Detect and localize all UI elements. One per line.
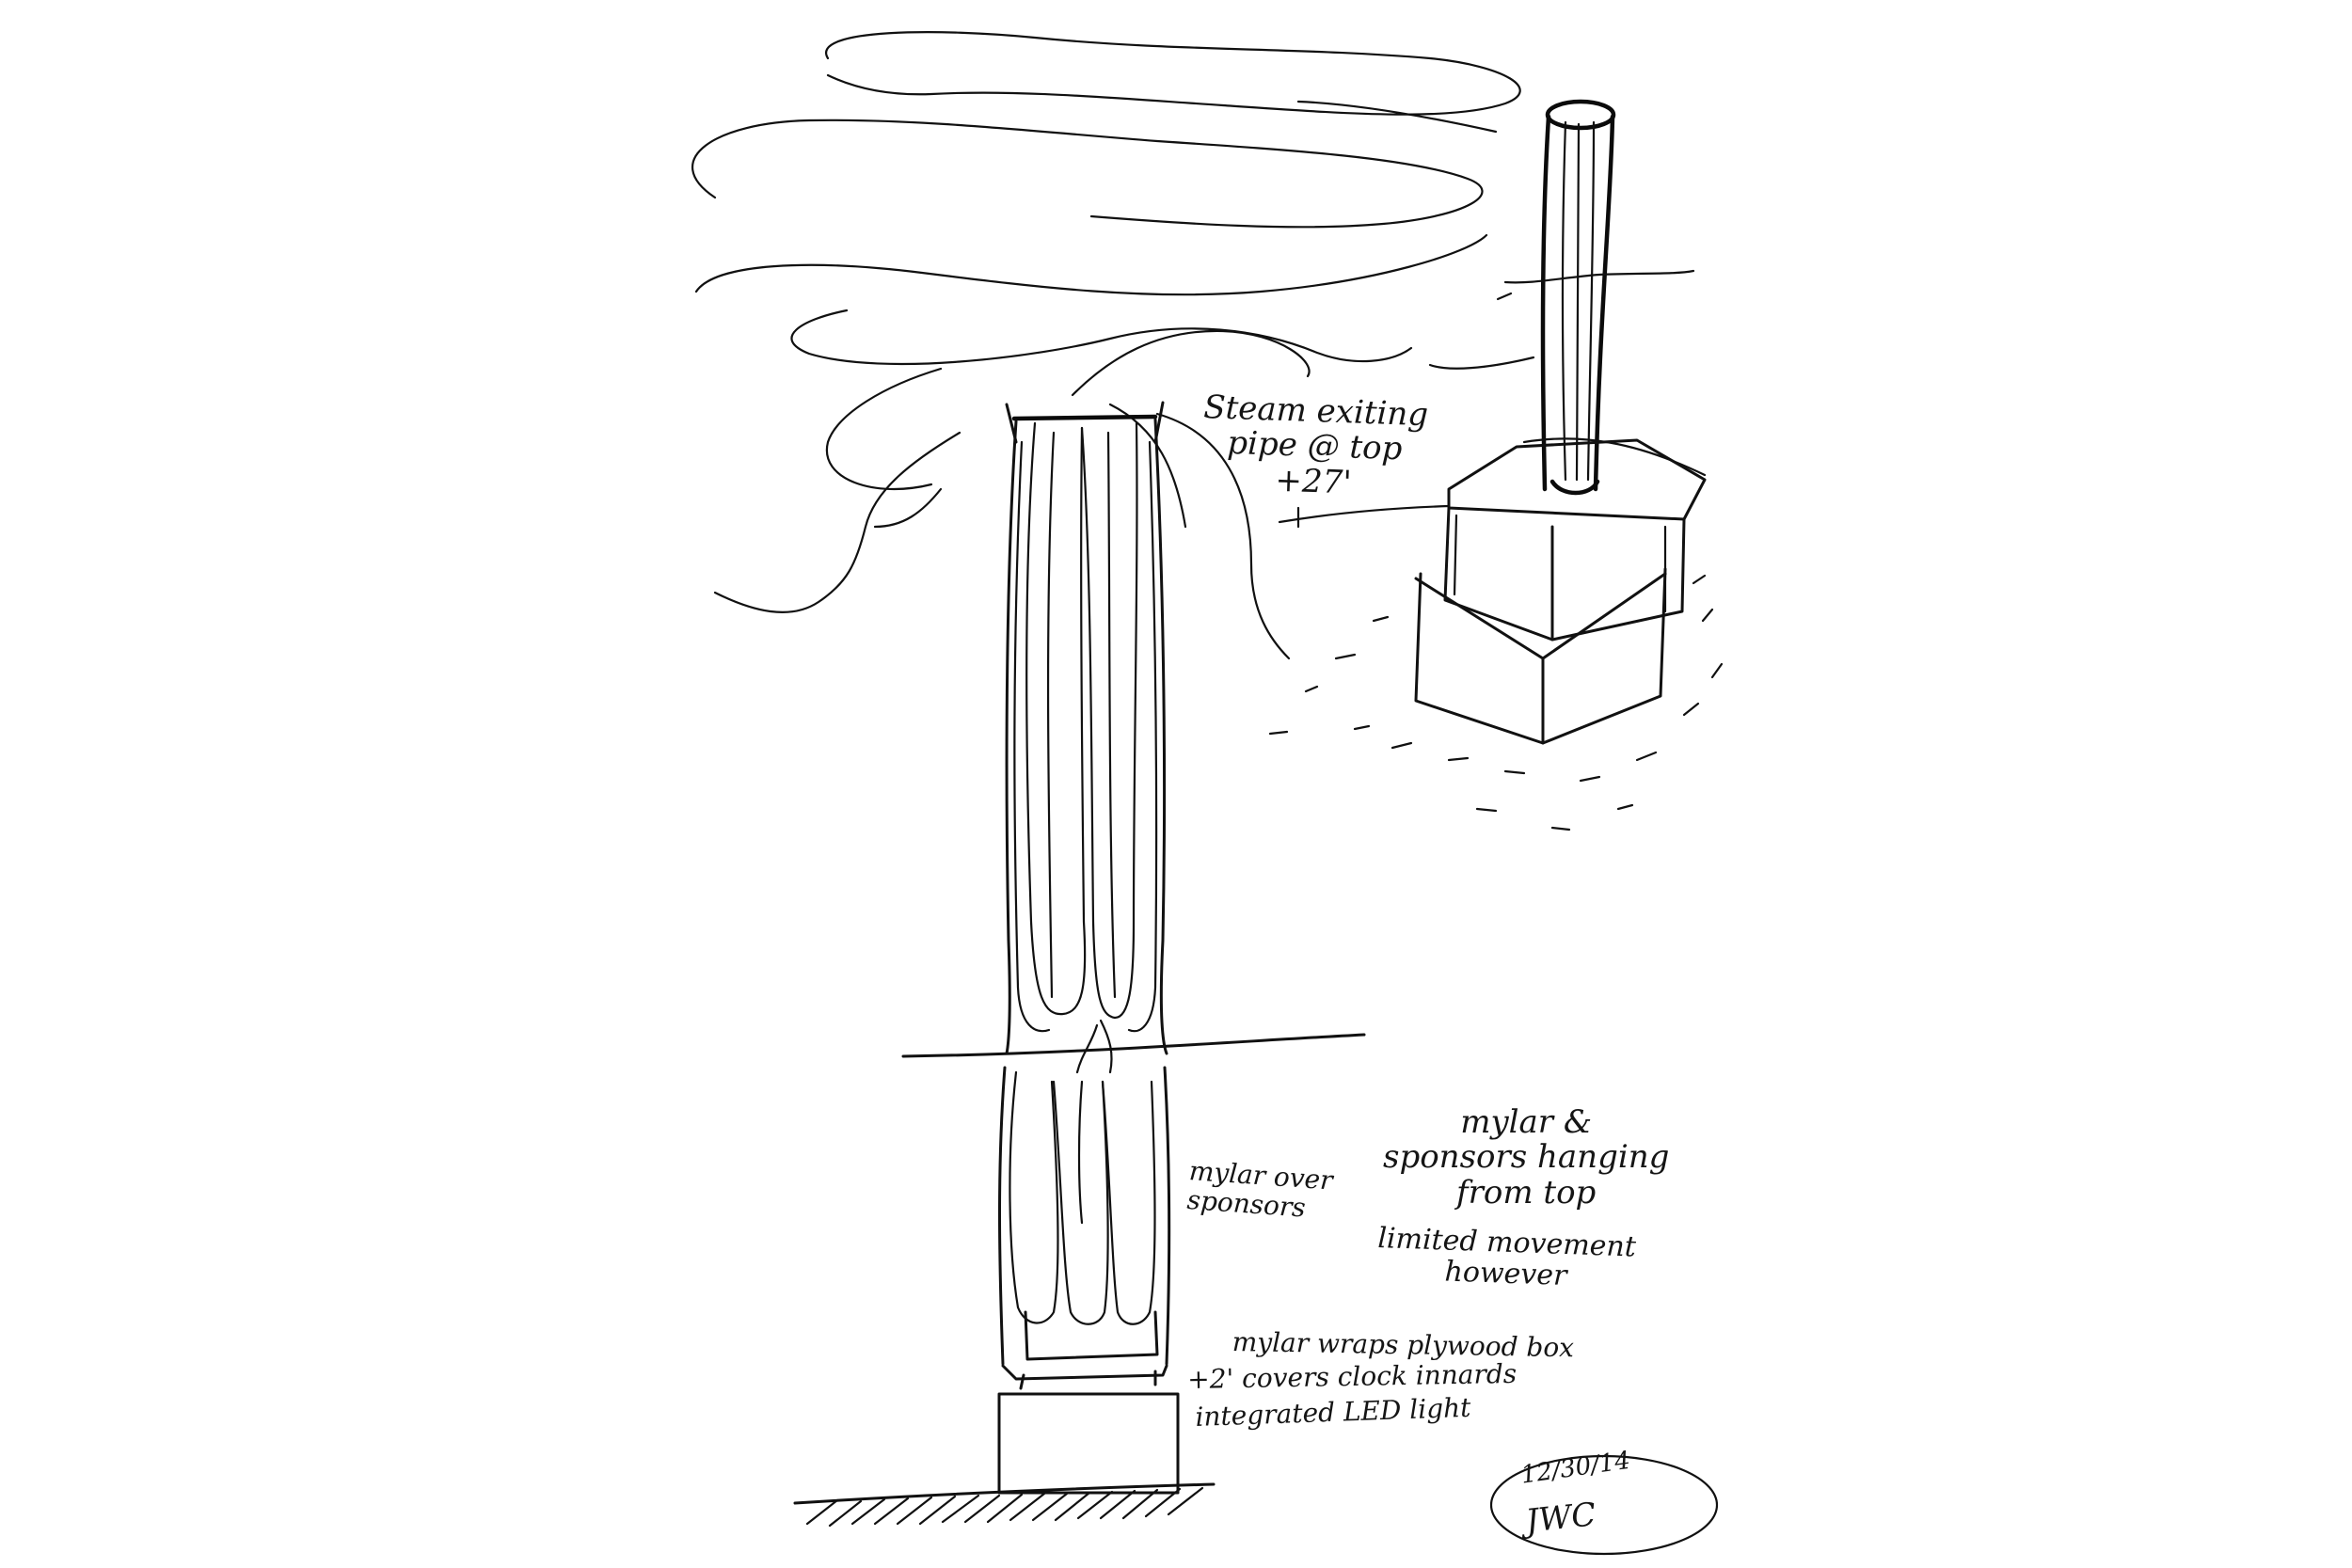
- annotation-mylar-over-sponsors: mylar over sponsors: [1185, 1155, 1334, 1224]
- annotation-mylar-sponsors-hanging: mylar & sponsors hanging from top: [1383, 1103, 1670, 1212]
- annotation-covers-clock: +2' covers clock innards: [1186, 1357, 1518, 1395]
- tower-perspective: [1268, 99, 1724, 832]
- annotation-initials: JWC: [1523, 1496, 1598, 1541]
- steam-lines: [691, 31, 1535, 660]
- date-circle: [1489, 1454, 1719, 1556]
- annotation-mylar-wraps: mylar wraps plywood box: [1232, 1326, 1575, 1364]
- tower-elevation: [793, 401, 1366, 1528]
- annotation-limited-movement: limited movement however: [1376, 1222, 1637, 1293]
